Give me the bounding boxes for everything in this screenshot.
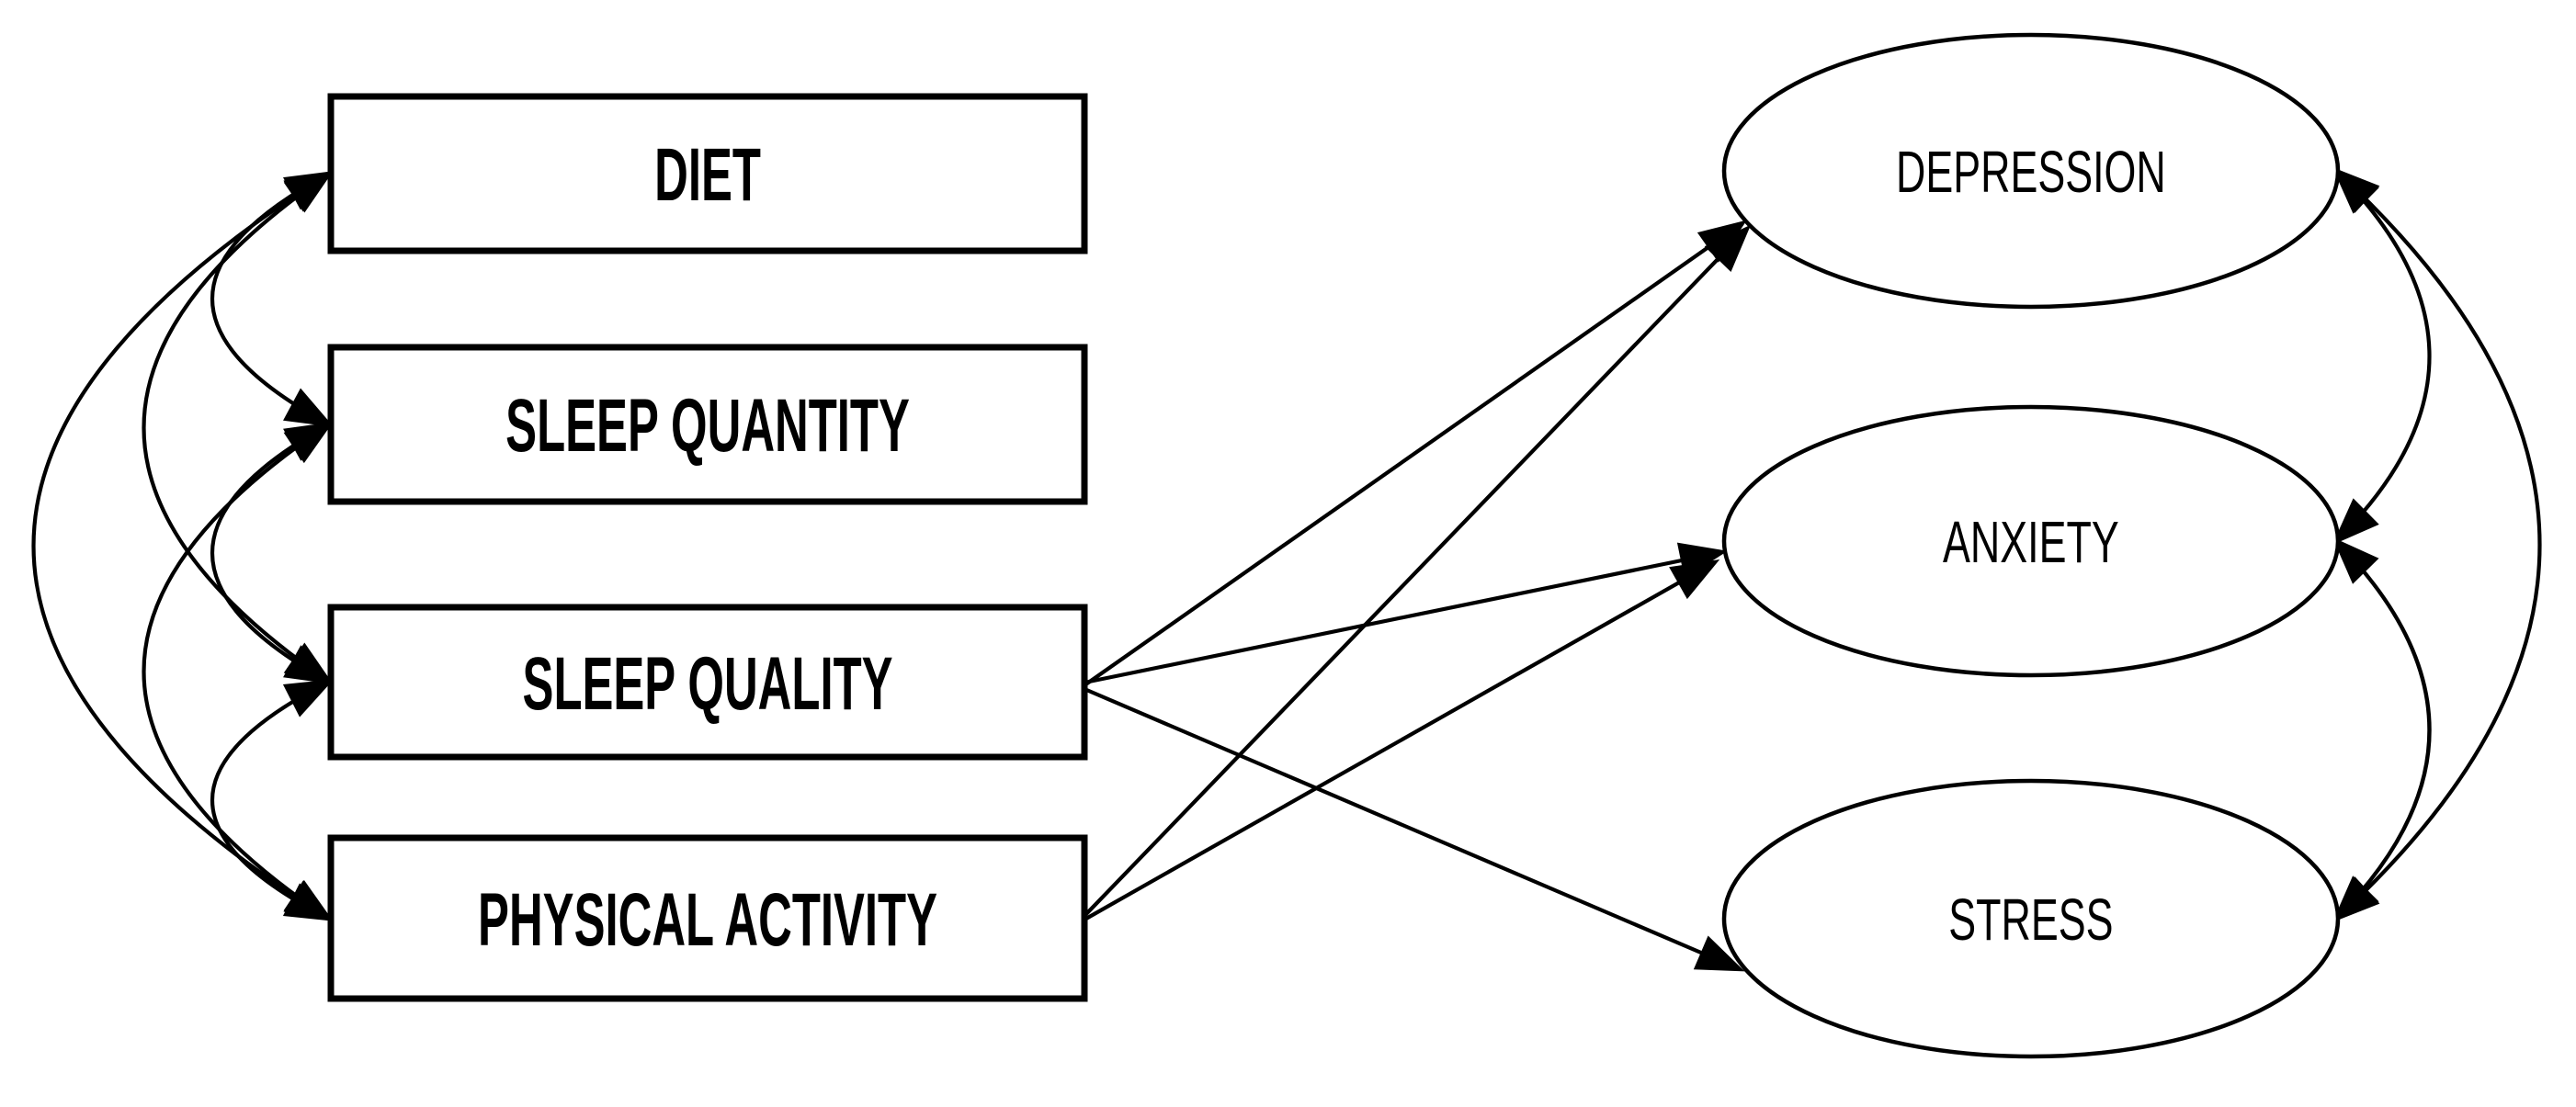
- covariance-arc-sleep-quantity-sleep-quality-second-head: [283, 422, 335, 461]
- physical-activity-box: [327, 834, 1088, 1002]
- physical-activity-label: PHYSICAL ACTIVITY: [478, 878, 937, 962]
- arrow-sleep-quality-to-anxiety: [1084, 542, 1728, 685]
- arrow-sleep-quality-to-depression: [1083, 220, 1747, 687]
- sleep-quality-box: [327, 604, 1088, 761]
- anxiety-label: ANXIETY: [1943, 509, 2119, 575]
- covariance-arc-diet-sleep-quality-second-head: [283, 170, 334, 213]
- latent-variable-anxiety: ANXIETY: [1721, 404, 2341, 678]
- arrow-sleep-quality-to-stress: [1084, 687, 1745, 972]
- observed-variable-physical-activity: PHYSICAL ACTIVITY: [327, 834, 1088, 1002]
- covariance-arc-depression-stress: [2332, 169, 2542, 923]
- structural-paths: [1083, 220, 1752, 972]
- covariance-arc-depression-anxiety-second-head: [2332, 166, 2379, 214]
- depression-label: DEPRESSION: [1896, 139, 2166, 205]
- observed-variable-sleep-quality: SLEEP QUALITY: [327, 604, 1088, 761]
- latent-variable-stress: STRESS: [1721, 778, 2341, 1059]
- covariance-arc-sleep-quality-physical-activity: [210, 680, 335, 921]
- covariance-arc-diet-physical-activity: [31, 172, 335, 922]
- covariance-arc-sleep-quantity-physical-activity-second-head: [283, 421, 334, 464]
- covariance-arc-depression-anxiety: [2332, 169, 2432, 546]
- depression-ellipse: [1721, 32, 2341, 310]
- arrow-physical-activity-to-depression: [1083, 224, 1752, 918]
- covariance-arcs-right: [2332, 166, 2542, 923]
- diet-box: [327, 93, 1088, 254]
- arrow-physical-activity-to-anxiety: [1083, 559, 1720, 921]
- latent-variable-depression: DEPRESSION: [1721, 32, 2341, 310]
- covariance-arc-diet-sleep-quality: [142, 172, 334, 685]
- covariance-arc-diet-physical-activity-second-head: [283, 170, 335, 212]
- observed-variable-diet: DIET: [327, 93, 1088, 254]
- covariance-arc-sleep-quantity-physical-activity: [142, 423, 334, 922]
- stress-ellipse: [1721, 778, 2341, 1059]
- diet-label: DIET: [654, 133, 761, 217]
- covariance-arc-sleep-quantity-sleep-quality: [210, 423, 335, 684]
- covariance-arc-depression-stress-second-head: [2332, 166, 2380, 213]
- sleep-quantity-box: [327, 344, 1088, 505]
- sleep-quantity-label: SLEEP QUANTITY: [505, 384, 910, 468]
- anxiety-ellipse: [1721, 404, 2341, 678]
- stress-label: STRESS: [1948, 887, 2113, 953]
- covariance-arc-anxiety-stress-second-head: [2332, 537, 2379, 584]
- observed-variable-sleep-quantity: SLEEP QUANTITY: [327, 344, 1088, 505]
- covariance-arc-anxiety-stress: [2332, 539, 2432, 923]
- covariance-arcs-left: [31, 170, 335, 922]
- covariance-arc-sleep-quality-physical-activity-second-head: [282, 679, 335, 717]
- sleep-quality-label: SLEEP QUALITY: [523, 642, 893, 726]
